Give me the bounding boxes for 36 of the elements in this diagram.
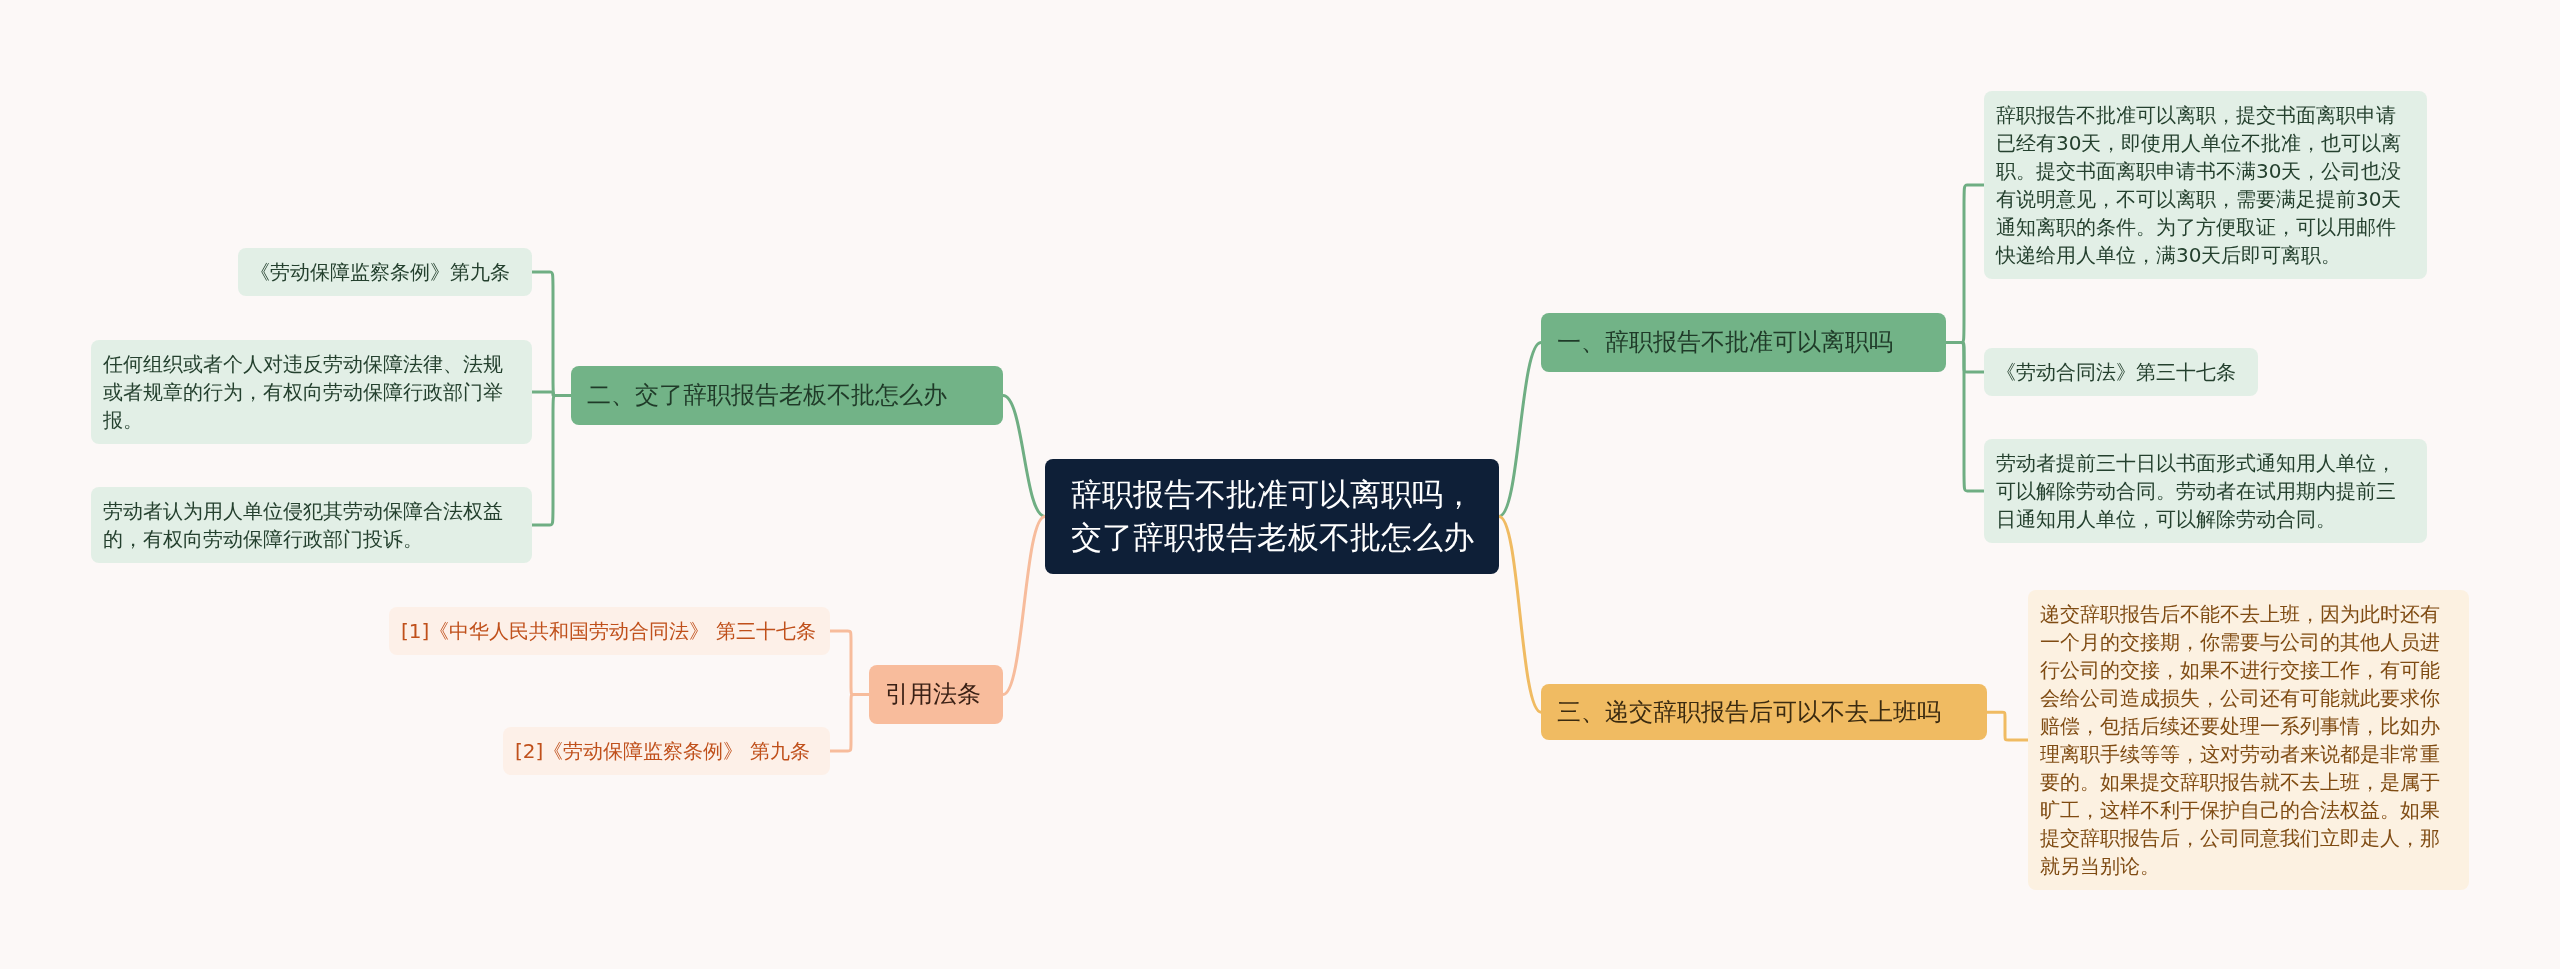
branch-topic-text: 引用法条: [885, 679, 982, 710]
central-topic-text: 辞职报告不批准可以离职吗，交了辞职报告老板不批怎么办: [1069, 475, 1475, 558]
detail-box: [238, 248, 532, 296]
detail-box: [91, 487, 532, 563]
branch-topic-text: 一、辞职报告不批准可以离职吗: [1557, 327, 1894, 358]
central-topic-box: [1045, 459, 1499, 574]
connector-line: [1002, 515, 1046, 696]
detail-text: 《劳动合同法》第三十七条: [1996, 359, 2237, 386]
connector-line: [830, 693, 869, 753]
connector-line: [1498, 341, 1542, 518]
detail-box: [91, 340, 532, 444]
branch-topic-box: [571, 366, 1003, 426]
detail-box: [1984, 439, 2427, 543]
detail-box: [1984, 348, 2258, 396]
branch-topic-box: [1541, 684, 1987, 741]
detail-text: 任何组织或者个人对违反劳动保障法律、法规或者规章的行为，有权向劳动保障行政部门举报。: [103, 351, 504, 434]
connector-line: [532, 394, 571, 527]
detail-text: 《劳动保障监察条例》第九条: [250, 259, 511, 286]
reference-box: [503, 727, 830, 775]
branch-topic-box: [1541, 313, 1946, 373]
connector-line: [1946, 341, 1984, 493]
detail-text: 递交辞职报告后不能不去上班，因为此时还有一个月的交接期，你需要与公司的其他人员进行公司的交接，如果不进行交接工作，有可能会给公司造成损失，公司还有可能就此要求你赔偿，包括后续还要处理一系列事情，比如办理离职手续等等，这对劳动者来说都是非常重要的。如果提交辞职报告就不去上班，是属于旷工，这样不利于保护自己的合法权益。如果提交辞职报告后，公司同意我们立即走人，那就另当别论。: [2040, 601, 2441, 880]
branch-topic-text: 三、递交辞职报告后可以不去上班吗: [1557, 697, 1942, 728]
connector-line: [1498, 515, 1542, 714]
detail-box: [2028, 590, 2469, 890]
branch-topic-box: [869, 665, 1003, 725]
detail-text: [1]《中华人民共和国劳动合同法》 第三十七条: [401, 618, 817, 645]
reference-box: [389, 607, 830, 655]
detail-text: 劳动者提前三十日以书面形式通知用人单位，可以解除劳动合同。劳动者在试用期内提前三日通知用人单位，可以解除劳动合同。: [1996, 450, 2397, 533]
connector-line: [1002, 394, 1046, 518]
detail-text: 辞职报告不批准可以离职，提交书面离职申请已经有30天，即使用人单位不批准，也可以离职。提交书面离职申请书不满30天，公司也没有说明意见，不可以离职，需要满足提前30天通知离职的条件。为了方便取证，可以用邮件快递给用人单位，满30天后即可离职。: [1996, 102, 2403, 269]
detail-text: 劳动者认为用人单位侵犯其劳动保障合法权益的，有权向劳动保障行政部门投诉。: [103, 498, 504, 553]
detail-text: [2]《劳动保障监察条例》 第九条: [515, 738, 811, 765]
detail-box: [1984, 91, 2427, 279]
connector-line: [1987, 710, 2028, 742]
branch-topic-text: 二、交了辞职报告老板不批怎么办: [587, 380, 948, 411]
